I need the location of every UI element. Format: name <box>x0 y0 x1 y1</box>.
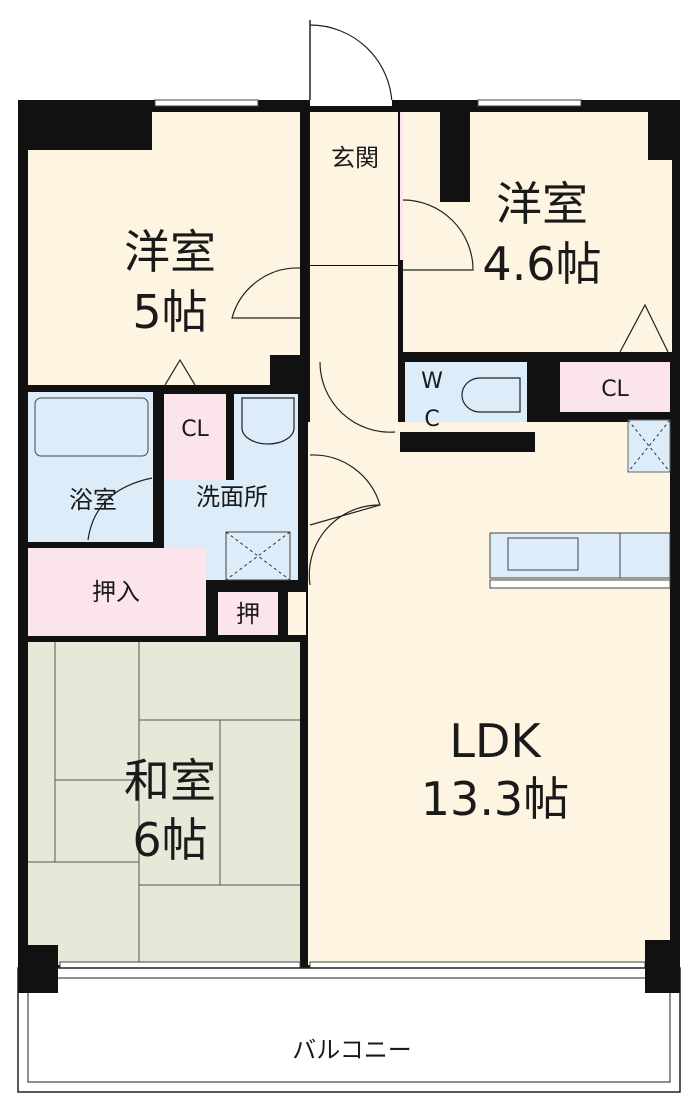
oshi <box>218 592 278 635</box>
western-left-name: 洋室 <box>124 225 216 279</box>
pantry-cross <box>627 419 671 473</box>
washing-machine-cross <box>225 531 291 581</box>
room-wc <box>405 362 527 432</box>
room-entrance <box>310 112 398 265</box>
window <box>154 99 259 107</box>
japanese-room-size: 6帖 <box>132 813 207 867</box>
ldk-name: LDK <box>449 714 542 768</box>
wc-label-w: W <box>421 369 443 394</box>
entrance-door <box>309 20 393 105</box>
oshi-label: 押 <box>236 600 260 628</box>
oshiire <box>28 548 206 636</box>
window <box>477 99 582 107</box>
bathroom-door-swing <box>87 477 153 541</box>
room-western-left-alcove <box>152 112 300 152</box>
closet-door-icon <box>619 303 669 353</box>
door-swing <box>402 199 474 271</box>
closet-left-label: CL <box>181 417 209 442</box>
wall-pillar <box>270 355 300 385</box>
room-western-left <box>28 150 300 385</box>
western-right-name: 洋室 <box>496 177 588 231</box>
room-japanese <box>28 642 300 965</box>
counter-edge <box>489 579 671 589</box>
room-western-right-extension <box>648 160 672 352</box>
toilet-icon <box>461 377 521 413</box>
door-swing <box>319 361 396 433</box>
washroom-label: 洗面所 <box>196 483 268 511</box>
entrance-opening <box>310 100 392 106</box>
closet-left <box>164 394 226 480</box>
ldk-size: 13.3帖 <box>421 772 569 826</box>
bathroom-label: 浴室 <box>69 486 117 514</box>
balcony-label: バルコニー <box>292 1036 412 1064</box>
wc-label-c: C <box>424 407 439 432</box>
vanity-area <box>234 394 298 484</box>
western-right-size: 4.6帖 <box>482 237 601 291</box>
washbasin <box>241 397 295 445</box>
door-swing <box>309 454 381 526</box>
floor-gap <box>288 592 306 635</box>
closet-right <box>560 362 670 412</box>
room-ldk <box>308 422 670 965</box>
door-swing <box>231 267 301 319</box>
balcony <box>17 940 681 1093</box>
wall-segment <box>400 432 535 452</box>
japanese-room-name: 和室 <box>124 754 216 808</box>
wall-pillar <box>440 112 470 202</box>
bathtub <box>34 397 149 457</box>
entrance-label: 玄関 <box>331 144 379 172</box>
tatami-lines <box>28 642 300 965</box>
oshiire-label: 押入 <box>92 578 140 606</box>
room-western-right <box>403 112 648 352</box>
closet-door-icon <box>164 358 196 386</box>
door-swing <box>308 504 381 586</box>
western-left-size: 5帖 <box>132 285 207 339</box>
kitchen-sink <box>507 537 579 571</box>
closet-right-label: CL <box>601 377 629 402</box>
